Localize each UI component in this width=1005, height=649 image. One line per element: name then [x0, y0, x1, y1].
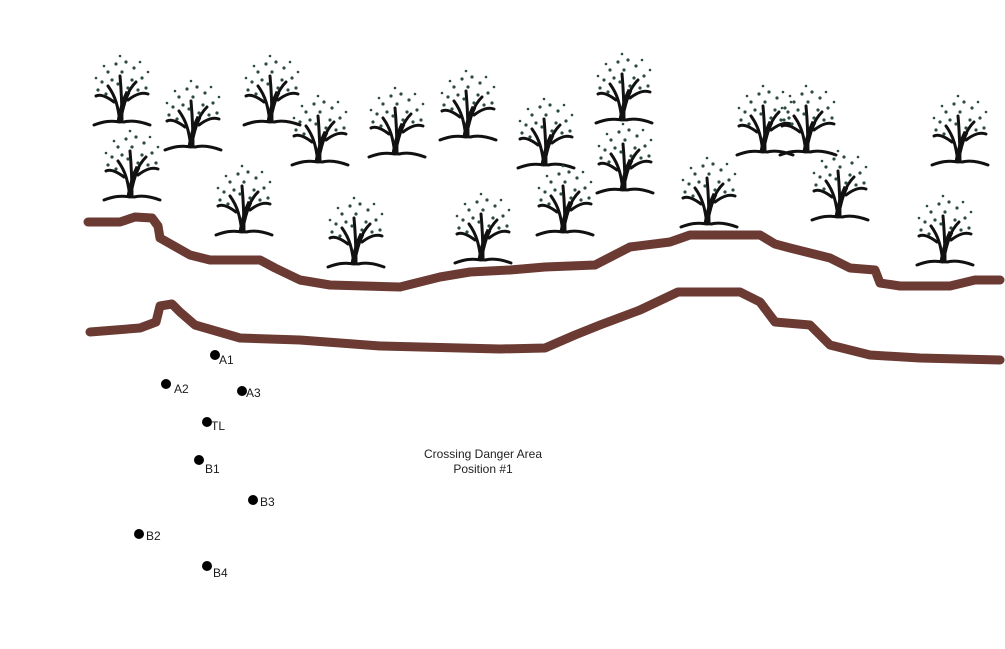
position-a1: A1: [210, 350, 234, 367]
tree-icon: [812, 150, 868, 220]
position-a2: A2: [161, 379, 189, 396]
tree-icon: [216, 165, 272, 235]
diagram-title: Crossing Danger Area: [424, 447, 542, 461]
position-dot: [202, 417, 212, 427]
tree-icon: [537, 165, 593, 235]
tree-icon: [165, 80, 221, 150]
position-dot: [210, 350, 220, 360]
position-label: B2: [146, 529, 161, 543]
tree-icon: [681, 157, 737, 227]
position-dot: [134, 529, 144, 539]
diagram-subtitle: Position #1: [453, 462, 513, 476]
position-a3: A3: [237, 386, 261, 400]
tree-icon: [780, 85, 836, 155]
tree-icon: [292, 95, 348, 165]
road-edge-bottom: [85, 287, 1005, 365]
tree-icon: [518, 98, 574, 168]
tree-icon: [94, 55, 150, 125]
tree-icon: [328, 197, 384, 267]
position-b3: B3: [248, 495, 275, 509]
position-label: TL: [211, 419, 225, 433]
tree-icon: [104, 130, 160, 200]
position-b4: B4: [202, 561, 228, 580]
positions: A1 A2 A3 TL B1 B3 B2 B4: [134, 350, 275, 580]
position-label: A3: [246, 386, 261, 400]
position-label: B4: [213, 566, 228, 580]
tree-icon: [597, 123, 653, 193]
position-dot: [248, 495, 258, 505]
tree-icon: [596, 53, 652, 123]
position-dot: [161, 379, 171, 389]
position-label: B1: [205, 462, 220, 476]
tree-icon: [369, 87, 425, 157]
position-b1: B1: [194, 455, 220, 476]
position-dot: [194, 455, 204, 465]
tree-icon: [932, 95, 988, 165]
tree-icon: [917, 195, 973, 265]
position-label: A1: [219, 353, 234, 367]
position-label: A2: [174, 382, 189, 396]
tree-icon: [455, 193, 511, 263]
tree-icon: [440, 70, 496, 140]
position-dot: [237, 386, 247, 396]
position-tl: TL: [202, 417, 225, 433]
tree-line: [94, 53, 988, 267]
position-dot: [202, 561, 212, 571]
tree-icon: [244, 55, 300, 125]
road-edge-top: [83, 212, 1005, 292]
position-b2: B2: [134, 529, 161, 543]
position-label: B3: [260, 495, 275, 509]
